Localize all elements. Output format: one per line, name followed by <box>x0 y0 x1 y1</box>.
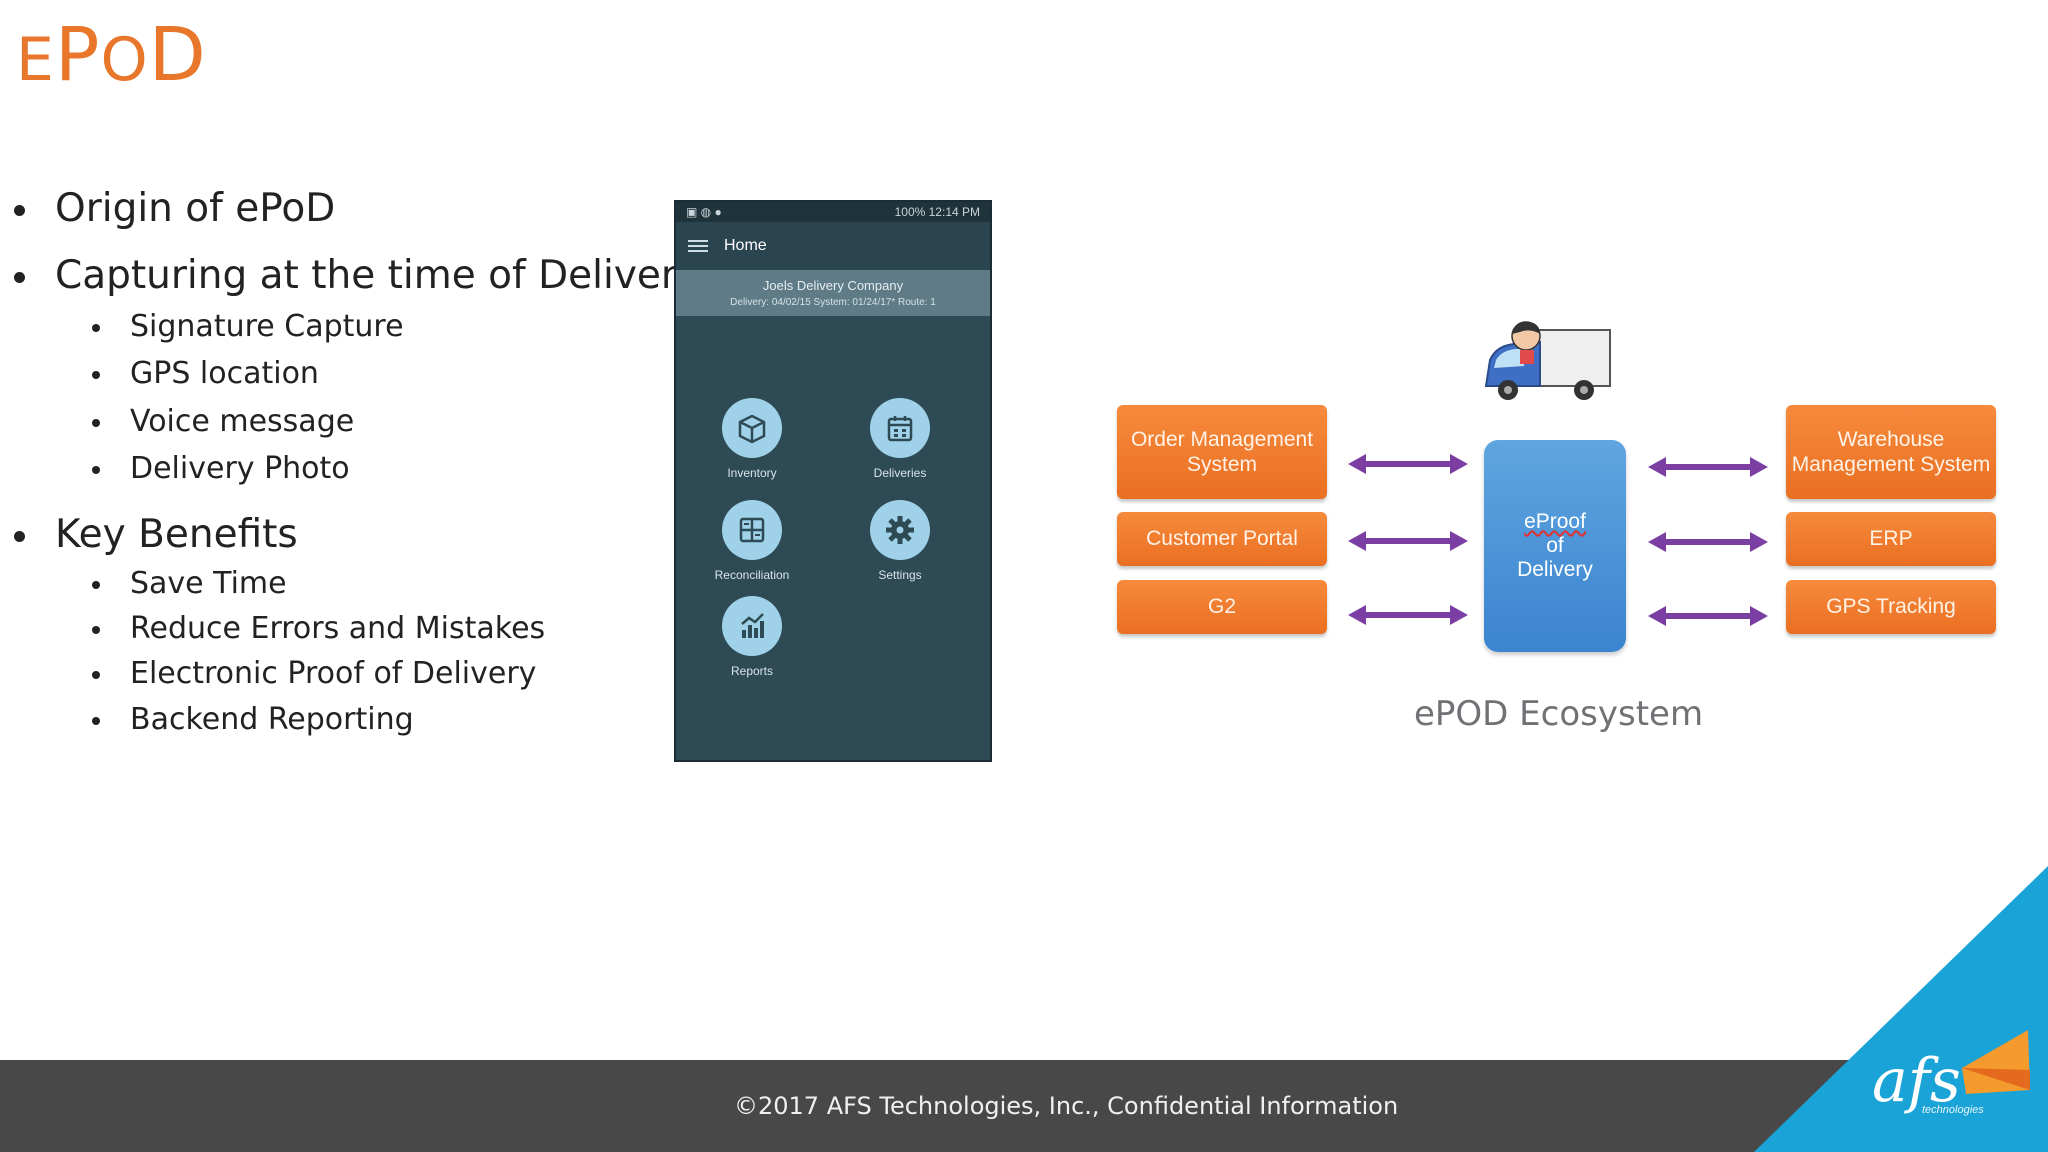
double-arrow-icon <box>1648 532 1768 552</box>
grid-icon <box>722 500 782 560</box>
phone-status-bar: ▣ ◍ ● 100% 12:14 PM <box>676 202 990 222</box>
center-line: of <box>1546 534 1564 557</box>
sub-bullet: Signature Capture <box>92 309 404 344</box>
box-customer-portal: Customer Portal <box>1117 512 1327 566</box>
tile-reports[interactable]: Reports <box>702 596 802 678</box>
tile-label: Settings <box>878 568 922 582</box>
center-line: Delivery <box>1517 558 1593 581</box>
route-meta: Delivery: 04/02/15 System: 01/24/17* Rou… <box>730 297 936 308</box>
gear-icon <box>870 500 930 560</box>
menu-icon[interactable] <box>688 237 708 255</box>
phone-appbar: Home <box>676 222 990 270</box>
box-order-management: Order Management System <box>1117 405 1327 499</box>
company-name: Joels Delivery Company <box>762 278 904 293</box>
box-icon <box>722 398 782 458</box>
double-arrow-icon <box>1648 606 1768 626</box>
footer-bar <box>0 1060 2048 1152</box>
status-icons: ▣ ◍ ● <box>686 205 722 219</box>
ecosystem-caption: ePOD Ecosystem <box>1414 694 1704 734</box>
box-gps-tracking: GPS Tracking <box>1786 580 1996 634</box>
double-arrow-icon <box>1648 457 1768 477</box>
title-part: P <box>54 12 101 98</box>
title-part: D <box>148 12 207 98</box>
bullet-capturing: Capturing at the time of Delivery: <box>14 253 710 298</box>
bullet-benefits: Key Benefits <box>14 512 298 557</box>
slide-title: EPOD <box>16 18 207 92</box>
status-right: 100% 12:14 PM <box>894 205 980 219</box>
center-eproof-box: eProof of Delivery <box>1484 440 1626 652</box>
double-arrow-icon <box>1348 454 1468 474</box>
box-g2: G2 <box>1117 580 1327 634</box>
tile-settings[interactable]: Settings <box>850 500 950 582</box>
double-arrow-icon <box>1348 605 1468 625</box>
tile-reconciliation[interactable]: Reconciliation <box>702 500 802 582</box>
title-part: O <box>100 25 149 95</box>
tile-label: Reconciliation <box>714 568 790 582</box>
sub-bullet: Save Time <box>92 566 287 601</box>
sub-bullet: Delivery Photo <box>92 451 350 486</box>
sub-bullet: Voice message <box>92 404 354 439</box>
tile-deliveries[interactable]: Deliveries <box>850 398 950 480</box>
company-banner: Joels Delivery Company Delivery: 04/02/1… <box>676 270 990 316</box>
delivery-truck-icon <box>1484 321 1611 400</box>
tile-inventory[interactable]: Inventory <box>702 398 802 480</box>
tile-label: Reports <box>730 664 774 678</box>
sub-bullet: Backend Reporting <box>92 702 414 737</box>
sub-bullet: GPS location <box>92 356 319 391</box>
box-warehouse-management: Warehouse Management System <box>1786 405 1996 499</box>
chart-icon <box>722 596 782 656</box>
calendar-icon <box>870 398 930 458</box>
sub-bullet: Electronic Proof of Delivery <box>92 656 536 691</box>
sub-bullet: Reduce Errors and Mistakes <box>92 611 545 646</box>
footer-text: ©2017 AFS Technologies, Inc., Confidenti… <box>734 1092 1399 1120</box>
tile-label: Deliveries <box>873 466 927 480</box>
double-arrow-icon <box>1348 531 1468 551</box>
center-line: eProof <box>1524 510 1586 533</box>
appbar-title: Home <box>724 237 767 254</box>
title-part: E <box>16 25 55 95</box>
afs-logo-sub: technologies <box>1922 1104 1984 1116</box>
box-erp: ERP <box>1786 512 1996 566</box>
bullet-origin: Origin of ePoD <box>14 186 335 231</box>
afs-logo: afs <box>1872 1046 1961 1116</box>
tile-label: Inventory <box>727 466 777 480</box>
phone-screenshot: ▣ ◍ ● 100% 12:14 PM Home Joels Delivery … <box>674 200 992 762</box>
